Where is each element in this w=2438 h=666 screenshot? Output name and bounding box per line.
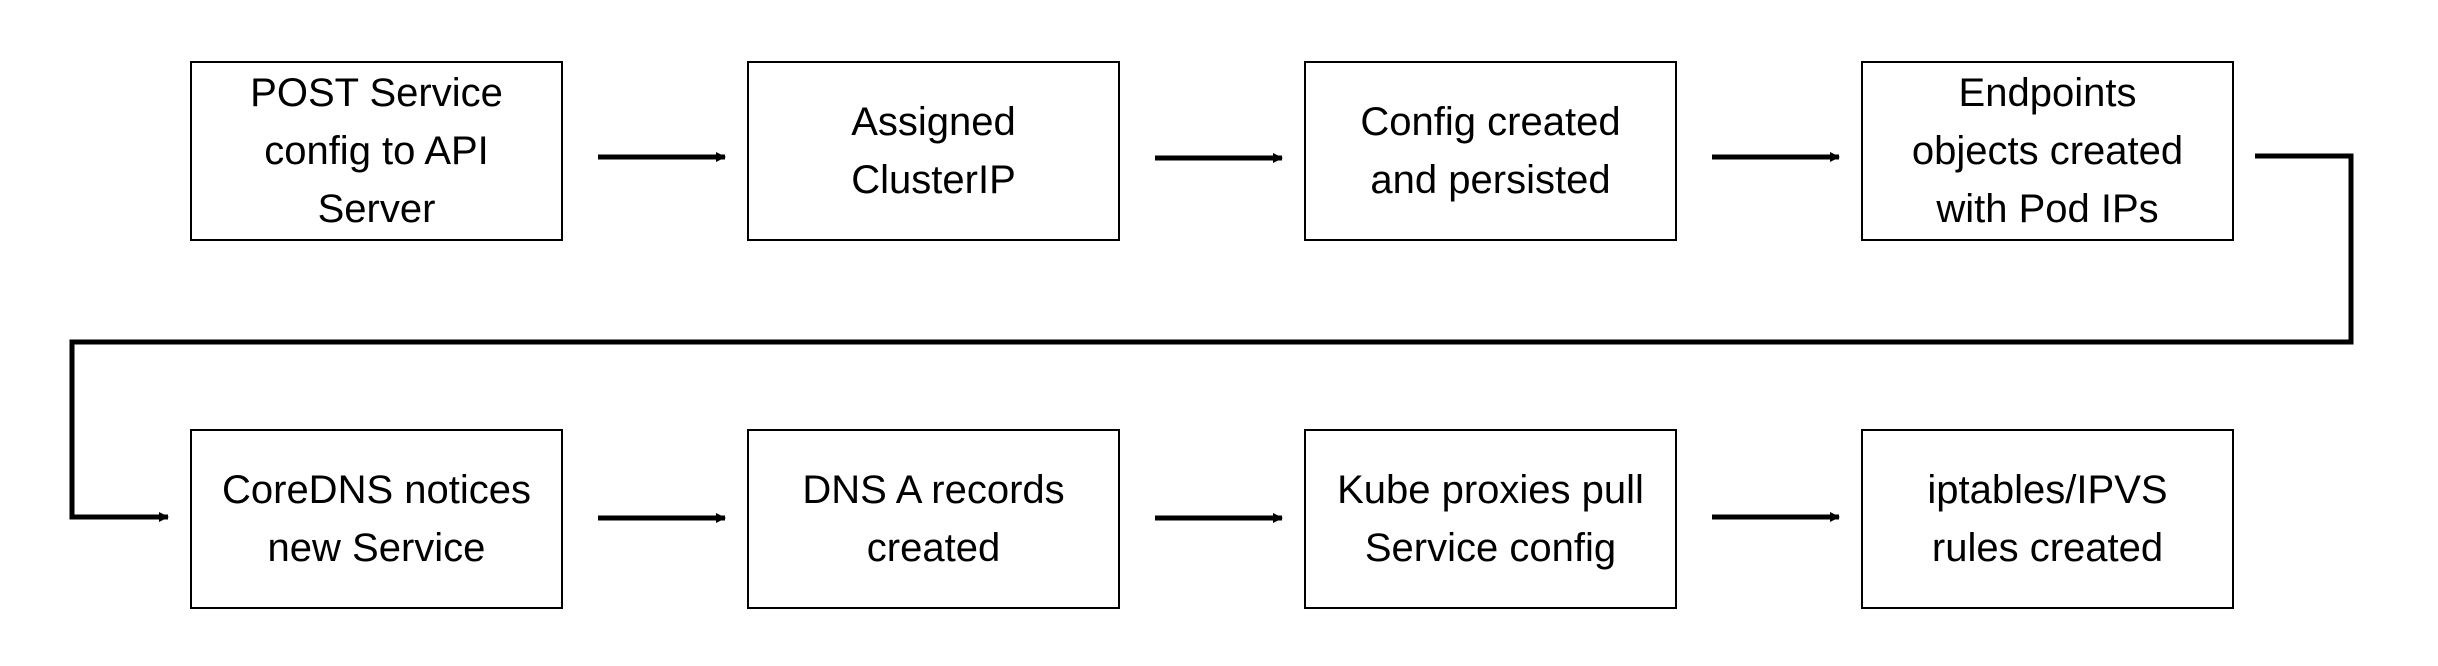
step-label: iptables/IPVS rules created [1927, 468, 2168, 570]
step-label: CoreDNS notices new Service [221, 468, 531, 570]
step-label: DNS A records created [802, 468, 1065, 570]
step-coredns-notices: CoreDNS notices new Service [190, 429, 563, 609]
step-kube-proxies-pull: Kube proxies pull Service config [1304, 429, 1677, 609]
wrap-connector-step4-to-step5 [69, 153, 2354, 522]
step-endpoints-created: Endpoints objects created with Pod IPs [1861, 61, 2234, 241]
step-dns-records-created: DNS A records created [747, 429, 1120, 609]
step-post-service-config: POST Service config to API Server [190, 61, 563, 241]
step-label: Kube proxies pull Service config [1337, 468, 1644, 570]
step-label: Endpoints objects created with Pod IPs [1911, 71, 2184, 231]
step-label: Assigned ClusterIP [851, 100, 1016, 202]
step-label: Config created and persisted [1360, 100, 1621, 202]
step-config-created: Config created and persisted [1304, 61, 1677, 241]
step-assigned-clusterip: Assigned ClusterIP [747, 61, 1120, 241]
step-label: POST Service config to API Server [250, 71, 503, 231]
step-iptables-rules-created: iptables/IPVS rules created [1861, 429, 2234, 609]
